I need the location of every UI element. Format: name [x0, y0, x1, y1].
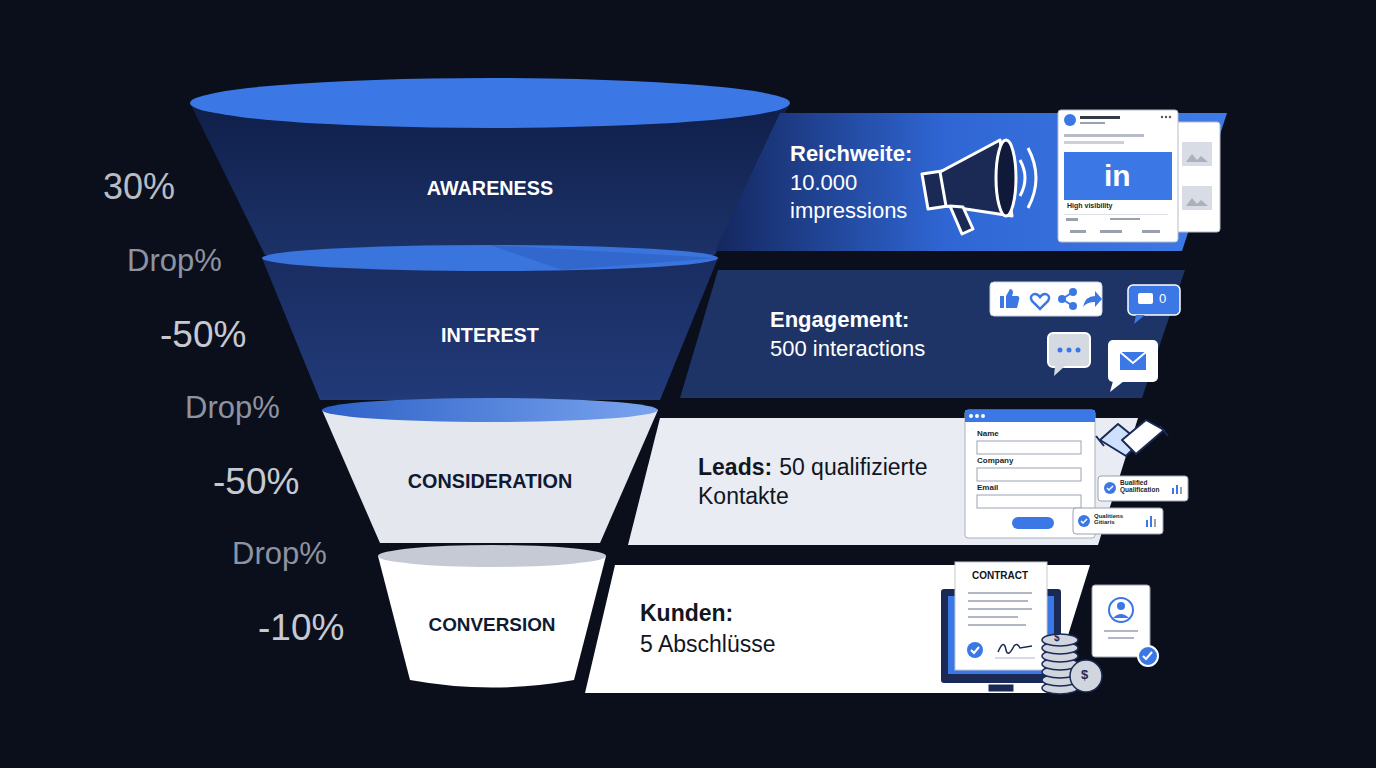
funnel-band-shape: [190, 78, 790, 260]
drop-value: -50%: [213, 463, 299, 502]
form-field-label: Company: [977, 457, 1013, 465]
reaction-icons: [990, 282, 1180, 392]
metric-panel: Engagement:500 interactions: [680, 270, 1185, 398]
metric-heading: Leads:: [698, 454, 772, 480]
stage-name: AWARENESS: [190, 179, 790, 199]
metric-heading: Engagement:: [770, 306, 925, 334]
metric-panel-shape: [585, 565, 1090, 693]
coin-symbol: $: [1081, 668, 1088, 682]
drop-caption: Drop%: [232, 538, 327, 571]
linkedin-post-card: [1058, 110, 1220, 242]
handshake-icon: [1096, 420, 1168, 456]
metric-value: 5 Abschlüsse: [640, 630, 776, 659]
qualification-badges: [1073, 476, 1188, 534]
megaphone-icon: [922, 140, 1036, 234]
badge-text: Qualitiens Gitiaris: [1094, 513, 1138, 526]
metric-value: 10.000 impressions: [790, 169, 940, 224]
stage-name: INTEREST: [262, 326, 718, 346]
metric-panel-shape: [680, 270, 1185, 398]
metric-heading: Kunden:: [640, 599, 776, 628]
funnel-band: CONSIDERATION: [322, 398, 658, 548]
drop-caption: Drop%: [185, 392, 280, 425]
metric-panel-shape: [628, 418, 1138, 545]
post-caption: High visibility: [1067, 202, 1113, 209]
contract-title: CONTRACT: [972, 571, 1028, 582]
comment-count: 0: [1159, 292, 1166, 306]
metric-value: 500 interactions: [770, 335, 925, 363]
panel-line: Leads:50 qualifizierte Kontakte: [698, 453, 948, 511]
drop-value: 30%: [103, 168, 175, 206]
badge-text: Bualified Qualification: [1120, 480, 1164, 494]
funnel-band: AWARENESS: [190, 78, 790, 260]
funnel-band: CONVERSION: [378, 545, 606, 695]
drop-value: -10%: [258, 609, 344, 648]
form-field-label: Name: [977, 430, 999, 438]
panel-text: Leads:50 qualifizierte Kontakte: [698, 418, 948, 545]
drop-value: -50%: [160, 316, 246, 355]
contract-scene: [940, 562, 1158, 694]
panel-text: Reichweite:10.000 impressions: [790, 113, 940, 251]
stage-name: CONVERSION: [378, 616, 606, 635]
funnel-band: INTEREST: [262, 245, 718, 405]
coin-symbol: $: [1054, 633, 1060, 644]
metric-panel: Leads:50 qualifizierte Kontakte: [628, 418, 1138, 545]
form-field-label: Email: [977, 484, 998, 492]
logo-text: in: [1104, 160, 1131, 192]
stage-name: CONSIDERATION: [322, 472, 658, 492]
panel-text: Kunden:5 Abschlüsse: [640, 565, 776, 693]
funnel-band-shape: [262, 245, 718, 405]
drop-caption: Drop%: [127, 245, 222, 278]
metric-heading: Reichweite:: [790, 140, 940, 168]
panel-text: Engagement:500 interactions: [770, 270, 925, 398]
metric-panel: Kunden:5 Abschlüsse: [585, 565, 1090, 693]
metric-panel: Reichweite:10.000 impressions: [715, 113, 1227, 251]
